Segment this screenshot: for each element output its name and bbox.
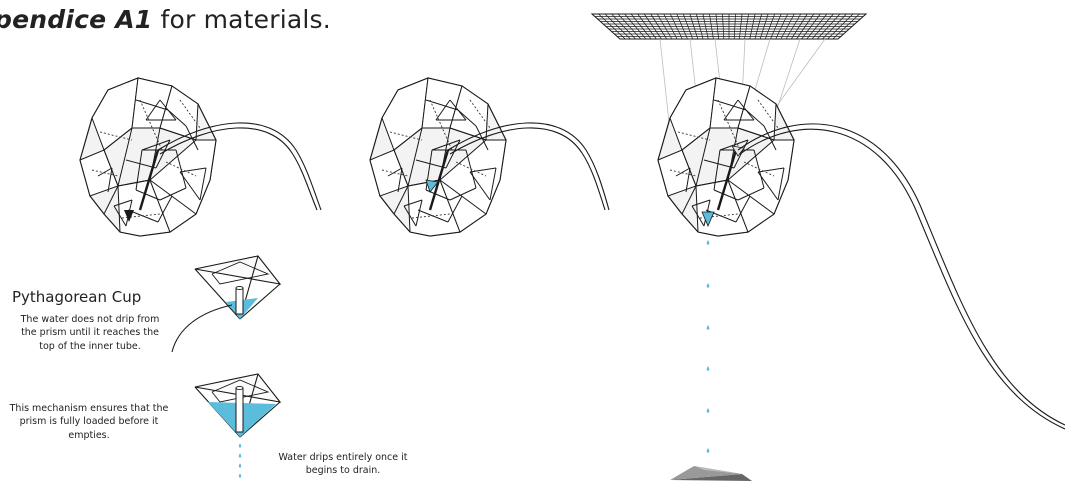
mechanism-note: This mechanism ensures that the prism is…	[8, 402, 170, 442]
water-drop	[707, 448, 710, 453]
cup-inner-tube	[236, 388, 243, 432]
water-drop	[239, 473, 241, 477]
drip-note: Water drips entirely once it begins to d…	[270, 451, 416, 478]
cup-top-face	[195, 256, 280, 284]
pythagorean-cup-full	[195, 374, 280, 437]
water-drop	[707, 408, 710, 413]
catch-tray	[670, 466, 752, 481]
prism-cluster-draining	[658, 78, 794, 236]
page-heading: pendice A1 for materials.	[0, 5, 331, 34]
water-drop	[707, 283, 710, 288]
cup-edge	[195, 269, 240, 319]
water-drop	[239, 453, 241, 457]
water-drop	[239, 443, 241, 447]
water-drop	[239, 463, 241, 467]
cup-tube-top	[236, 386, 243, 389]
cup-tube-top	[236, 286, 243, 289]
pythagorean-cup-partial	[195, 256, 280, 319]
suspension-grid	[592, 14, 866, 39]
water-drop	[707, 240, 710, 245]
heading-suffix: for materials.	[152, 5, 331, 34]
cup-inner-tube	[236, 288, 243, 314]
water-drops-cup	[239, 443, 241, 477]
prism-cluster-filling	[370, 78, 506, 236]
appendix-reference: pendice A1	[0, 5, 152, 34]
cup-pointer-arrow	[172, 305, 232, 352]
prism-cluster-empty	[80, 78, 216, 236]
cup-title: Pythagorean Cup	[12, 288, 141, 306]
water-drops-installation	[707, 240, 710, 453]
water-drop	[707, 325, 710, 330]
cup-description: The water does not drip from the prism u…	[14, 313, 166, 353]
water-drop	[707, 366, 710, 371]
